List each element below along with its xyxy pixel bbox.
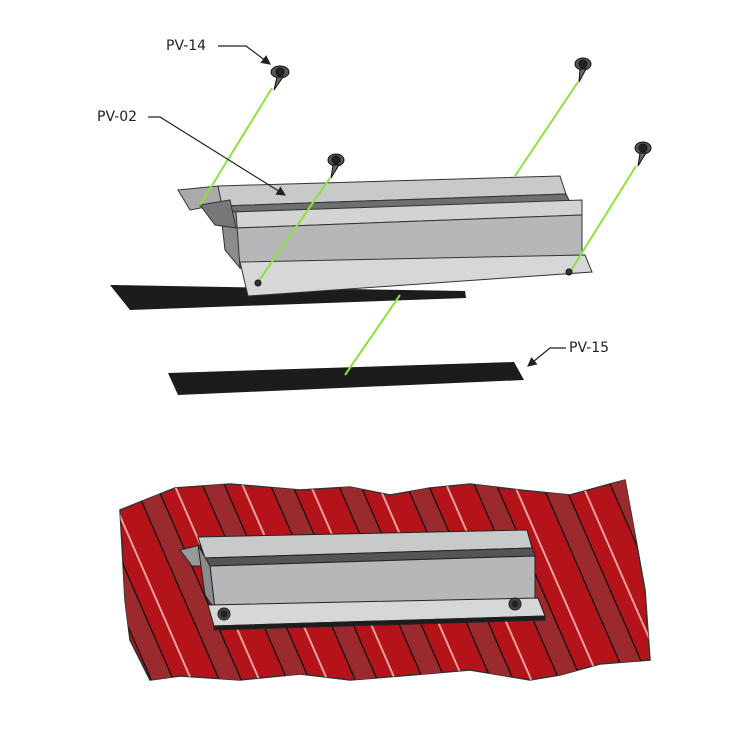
- roof-rib-line: [535, 480, 637, 680]
- rail-pv02: [177, 175, 593, 297]
- roof-rib-line: [507, 480, 609, 680]
- roof-rib-line: [489, 480, 591, 680]
- roof-rib-line: [120, 480, 161, 680]
- bolt-icon: [508, 597, 522, 611]
- installed-rail: [179, 529, 546, 631]
- screw-icon: [634, 141, 652, 167]
- roof-rib-line: [672, 470, 745, 700]
- label-pv15: PV-15: [569, 340, 610, 356]
- roof-rib-line: [694, 470, 745, 700]
- exploded-view: [110, 45, 652, 395]
- roof-rib-line: [712, 470, 745, 700]
- gasket-strip-upper: [110, 285, 466, 310]
- screw-icon: [270, 65, 290, 91]
- roof-rib: [672, 470, 745, 700]
- roof-rib-line: [603, 480, 650, 680]
- roof-rib-line: [120, 480, 183, 680]
- screw-pv14-group: [254, 57, 652, 287]
- bolt-icon: [217, 607, 231, 621]
- label-pv02: PV-02: [97, 109, 138, 125]
- roof-rib-line: [575, 480, 650, 680]
- roof-rib-line: [127, 480, 229, 680]
- gasket-strip-pv15: [168, 362, 524, 395]
- label-pv14: PV-14: [166, 38, 207, 54]
- roof-rib: [536, 480, 650, 680]
- roof-rib-line: [643, 480, 650, 680]
- installed-view: [119, 470, 745, 700]
- leader-lines: [148, 45, 566, 367]
- guide-lines: [199, 81, 637, 376]
- roof-rib: [128, 480, 250, 680]
- screw-icon: [327, 153, 345, 179]
- roof-rib-line: [149, 480, 251, 680]
- screw-icon: [574, 57, 592, 83]
- roof-rib-line: [120, 480, 201, 680]
